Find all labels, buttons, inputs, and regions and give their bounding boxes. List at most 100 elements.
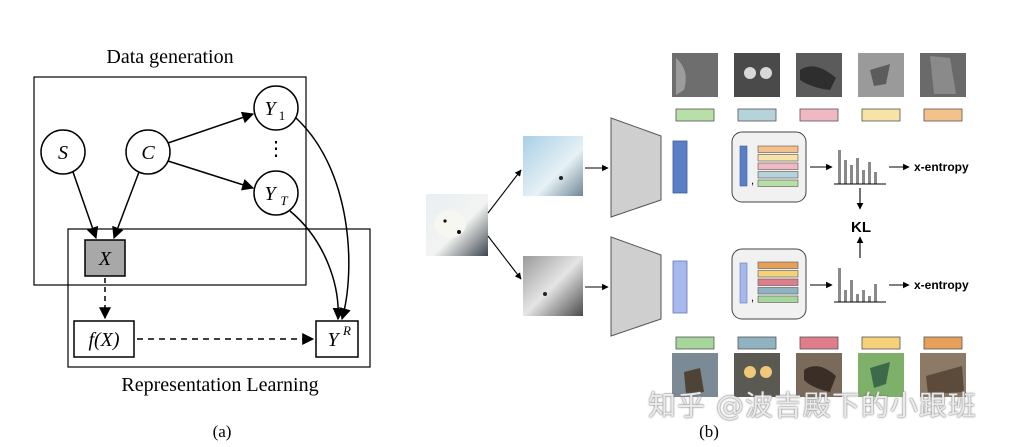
kl-label: KL [851, 219, 871, 236]
similarity-bottom-comma: , [751, 292, 754, 304]
node-s-label: S [58, 142, 68, 164]
panel-a: Data generation Representation Learning … [33, 46, 371, 441]
augmented-view-1 [523, 136, 583, 196]
edge-c-x [112, 171, 140, 240]
representation-learning-label: Representation Learning [121, 374, 318, 396]
hist-bottom-bar-2 [844, 290, 847, 302]
top-prototype-swatch-5 [923, 108, 963, 122]
lemur-photo [734, 53, 780, 97]
top-stack-prototype-4 [757, 171, 799, 179]
node-yr-superscript: R [342, 323, 351, 338]
bottom-prototype-swatch-3 [799, 336, 839, 350]
hist-top-bar-5 [862, 170, 865, 184]
similarity-top-comma: , [751, 175, 754, 187]
representation-learning-box [67, 228, 371, 368]
hist-bottom-bar-1 [838, 268, 841, 302]
node-yt [253, 170, 299, 216]
similarity-box-top: , [731, 131, 807, 203]
lizard-texture [676, 58, 686, 95]
similarity-top-embedding [739, 145, 748, 187]
top-reference-images [672, 53, 966, 97]
similarity-bottom-embedding [739, 262, 748, 304]
original-image [426, 194, 488, 256]
view-2-photo [523, 256, 583, 316]
hist-top-bar-1 [838, 150, 841, 184]
bird-color-shape [804, 366, 836, 392]
hist-bottom-bar-4 [856, 294, 859, 302]
view-2-nose [543, 292, 547, 296]
encoder-top [610, 117, 662, 218]
bottom-stack-prototype-5 [757, 295, 799, 303]
bottom-reference-images [672, 353, 966, 397]
hist-top-bar-6 [868, 162, 871, 184]
top-stack-prototype-5 [757, 179, 799, 187]
histogram-top [834, 150, 886, 185]
similarity-bottom-prototype-stack [757, 261, 799, 303]
node-c [125, 129, 171, 175]
owl-shape [930, 56, 956, 94]
edge-c-y1 [167, 111, 255, 144]
node-x-label: X [98, 248, 112, 270]
arrow-to-view-1 [487, 169, 522, 214]
bottom-prototype-swatch-4 [861, 336, 901, 350]
watermark: 知乎 @波吉殿下的小跟班 [648, 389, 977, 422]
bear-nose [457, 230, 461, 234]
bear-head [434, 210, 466, 238]
bottom-stack-prototype-1 [757, 261, 799, 269]
node-y1-label: Y [264, 98, 277, 120]
xentropy-top-label: x-entropy [914, 160, 969, 174]
hist-top-bar-2 [844, 160, 847, 184]
panel-b: , , [426, 53, 969, 441]
view-1-nose [559, 176, 563, 180]
encoder-bottom [610, 236, 662, 337]
node-yr [315, 320, 359, 358]
bottom-prototype-swatch-5 [923, 336, 963, 350]
hist-top-bar-3 [850, 165, 853, 184]
embedding-bottom [672, 260, 688, 314]
histogram-bottom [834, 268, 886, 303]
node-y1-subscript: 1 [279, 108, 286, 123]
edge-yt-yr [289, 210, 345, 321]
top-prototype-swatch-1 [675, 108, 715, 122]
node-yr-label: Y [327, 329, 340, 351]
xentropy-bottom-label: x-entropy [914, 278, 969, 292]
top-prototype-swatch-4 [861, 108, 901, 122]
view-1-photo [523, 136, 583, 196]
lemur-eye-left [744, 67, 756, 79]
augmented-view-2 [523, 256, 583, 316]
hist-top-bar-4 [856, 158, 859, 184]
hist-bottom-bar-7 [874, 284, 877, 302]
owl-color-shape [926, 366, 964, 394]
similarity-top-prototype-stack [757, 145, 799, 187]
arrow-to-view-2 [487, 235, 522, 280]
lemur-color-photo [734, 353, 780, 397]
vertical-dots: ⋮ [266, 138, 286, 160]
similarity-box-bottom: , [731, 248, 807, 320]
deer-shape [684, 368, 704, 394]
hist-bottom-bar-3 [850, 280, 853, 302]
bear-eye [443, 219, 447, 223]
bird-shape [800, 66, 836, 90]
node-s [40, 129, 86, 175]
node-y1 [253, 85, 299, 131]
bottom-prototype-swatch-2 [737, 336, 777, 350]
hist-top-bar-7 [874, 172, 877, 184]
top-stack-prototype-3 [757, 162, 799, 170]
data-generation-title: Data generation [106, 46, 233, 68]
bottom-prototype-swatch-1 [675, 336, 715, 350]
caption-b: (b) [699, 422, 719, 441]
top-stack-prototype-2 [757, 154, 799, 162]
edge-c-yt [167, 160, 255, 191]
top-prototype-swatch-2 [737, 108, 777, 122]
bottom-prototype-swatches [675, 336, 963, 350]
node-fx-label: f(X) [88, 329, 119, 351]
node-fx [73, 320, 135, 358]
node-yt-subscript: T [280, 193, 288, 208]
embedding-top [672, 140, 688, 194]
lemur-eye-right [760, 67, 772, 79]
lemur-color-eye-right [760, 366, 772, 378]
hummingbird-shape [870, 64, 890, 86]
bottom-stack-prototype-2 [757, 270, 799, 278]
hist-bottom-bar-5 [862, 290, 865, 302]
